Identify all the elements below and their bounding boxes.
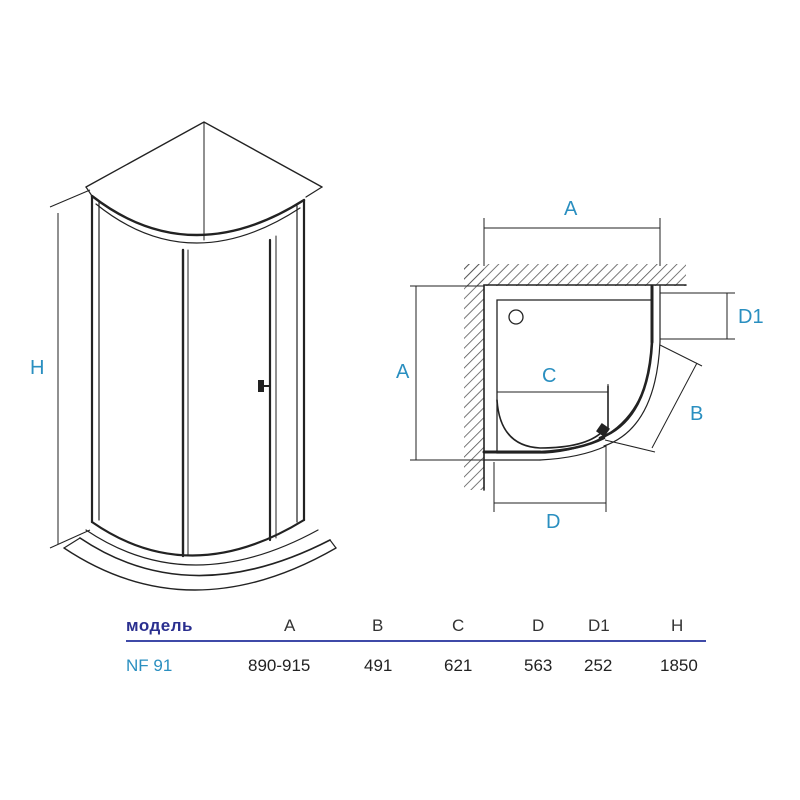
cell-b: 491 — [364, 656, 393, 675]
plan-label-c: C — [542, 365, 556, 387]
height-label: H — [30, 357, 44, 379]
tray-bottom — [63, 547, 337, 591]
drain-icon — [508, 309, 524, 325]
wall-hatch-top — [464, 264, 686, 286]
height-dimension — [49, 189, 91, 549]
cell-model: NF 91 — [126, 656, 173, 675]
table-header-row: модель A B C D D1 H — [126, 612, 706, 642]
cell-c: 621 — [444, 656, 473, 675]
table-row: NF 91 890-915 491 621 563 252 1850 — [126, 652, 706, 682]
plan-label-b: B — [690, 403, 703, 425]
plan-label-a-side: A — [396, 361, 410, 383]
wall-hatch-left — [464, 264, 484, 490]
plan-label-a-top: A — [564, 198, 578, 220]
door-handle — [258, 380, 264, 392]
header-d: D — [532, 616, 545, 635]
perspective-view — [63, 121, 337, 591]
sliding-door-arc — [496, 399, 603, 449]
plan-label-d1: D1 — [738, 306, 764, 328]
header-h: H — [671, 616, 684, 635]
cell-d1: 252 — [584, 656, 613, 675]
door-handle-plan — [596, 423, 610, 437]
spec-table: модель A B C D D1 H NF 91 890-915 491 62… — [126, 612, 706, 682]
cell-d: 563 — [524, 656, 553, 675]
curved-panel-arc — [598, 340, 654, 440]
header-d1: D1 — [588, 616, 610, 635]
header-a: A — [284, 616, 296, 635]
header-model: модель — [126, 616, 194, 635]
plan-label-d: D — [546, 511, 560, 533]
cell-a: 890-915 — [248, 656, 311, 675]
cell-h: 1850 — [660, 656, 698, 675]
header-c: C — [452, 616, 465, 635]
top-rail — [90, 194, 306, 237]
plan-view — [410, 218, 735, 512]
header-b: B — [372, 616, 384, 635]
tray-top — [90, 518, 306, 557]
